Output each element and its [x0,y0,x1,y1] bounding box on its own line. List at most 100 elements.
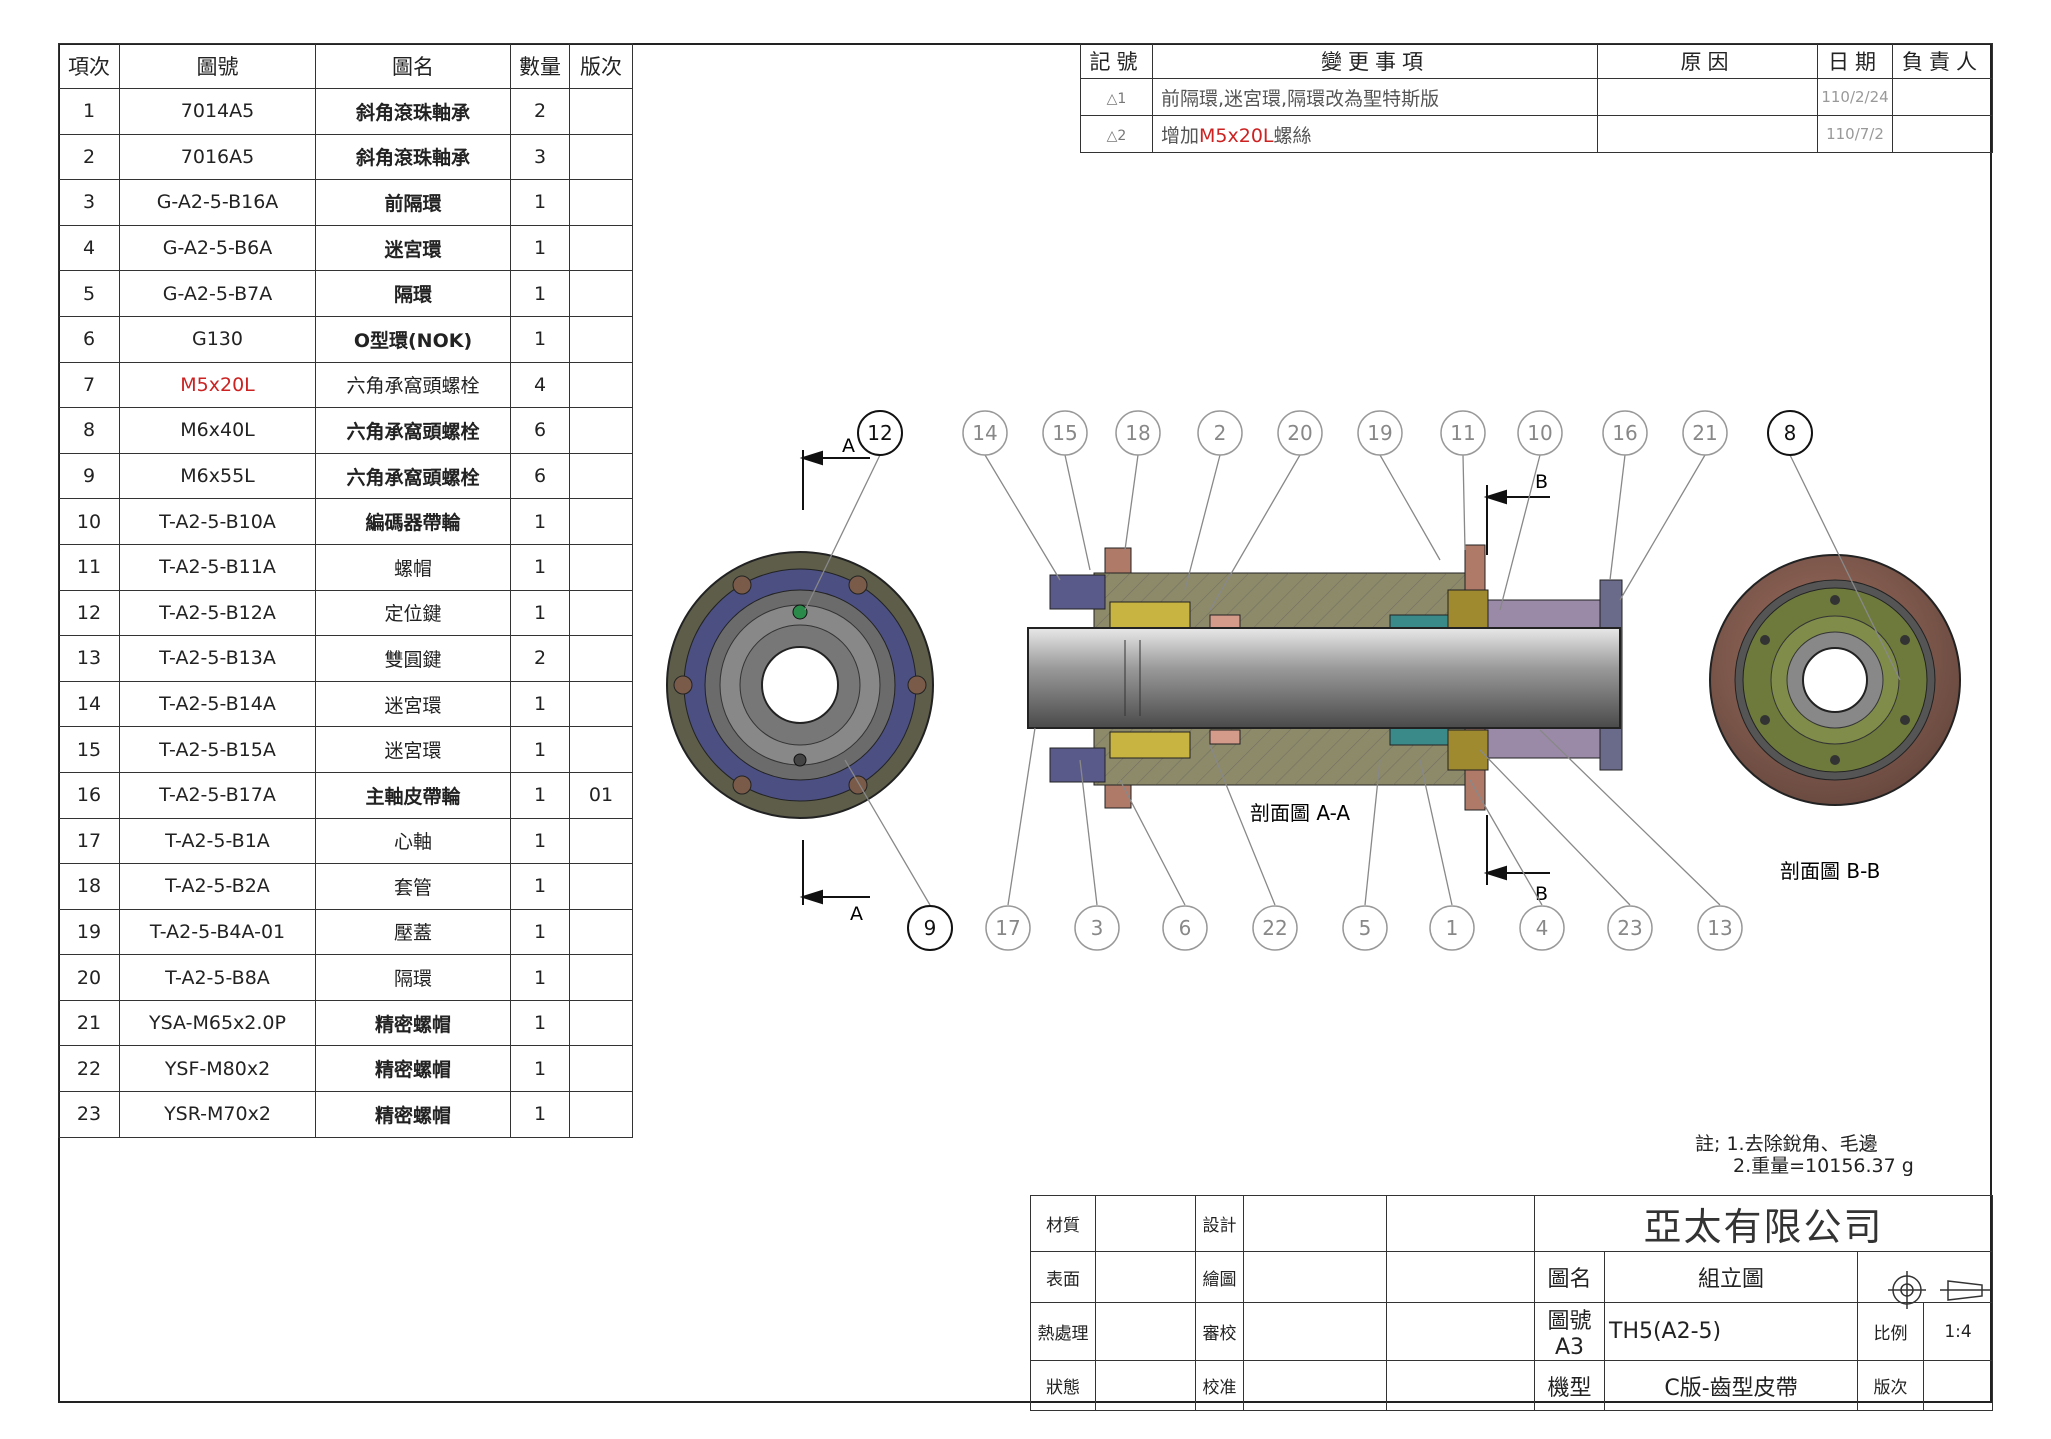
balloon-circle [1602,410,1648,456]
parts-cell-rev [569,315,633,363]
parts-cell-item: 10 [58,498,120,545]
parts-cell-no: M6x40L [119,407,316,454]
revision-triangle-icon: △ [1106,91,1118,107]
parts-cell-qty: 1 [510,863,570,910]
parts-cell-no: T-A2-5-B12A [119,589,316,637]
parts-cell-item: 21 [58,999,120,1047]
section-mark-b-top: B [1535,471,1548,493]
balloon-circle [1517,410,1563,456]
balloon-circle [1115,410,1161,456]
parts-cell-qty: 1 [510,1091,570,1138]
parts-cell-name: 精密螺帽 [315,1045,511,1093]
balloon-number: 12 [867,421,892,445]
revision-owner [1892,78,1993,116]
parts-cell-item: 13 [58,635,120,682]
parts-cell-name: 迷宮環 [315,680,511,728]
parts-cell-rev [569,726,633,773]
drawing-name-value: 組立圖 [1604,1251,1858,1303]
drawing-name-label: 圖名 [1534,1251,1605,1303]
parts-cell-qty: 1 [510,589,570,637]
parts-cell-rev [569,908,633,956]
draw-label: 繪圖 [1195,1251,1244,1303]
parts-cell-name: 前隔環 [315,179,511,226]
parts-cell-no: T-A2-5-B11A [119,543,316,591]
parts-cell-name: 精密螺帽 [315,1091,511,1138]
leader-lines [804,454,1901,906]
model-label: 機型 [1534,1360,1605,1411]
parts-cell-item: 23 [58,1091,120,1138]
revision-header-row: 記號 變更事項 原因 日期 負責人 [1080,43,1993,79]
balloon-circle [1767,410,1813,456]
parts-cell-rev [569,589,633,637]
parts-cell-qty: 1 [510,315,570,363]
parts-cell-qty: 2 [510,635,570,682]
balloon-circle [1277,410,1323,456]
revision-change: 前隔環,迷宮環,隔環改為聖特斯版 [1152,78,1598,116]
header-qty: 數量 [510,43,570,89]
balloon-number: 19 [1367,421,1392,445]
parts-cell-qty: 1 [510,817,570,865]
parts-cell-no: T-A2-5-B15A [119,726,316,773]
end-view-b [1709,554,1961,806]
balloon-number: 15 [1052,421,1077,445]
parts-cell-qty: 6 [510,452,570,500]
revision-mark: △1 [1080,78,1153,116]
parts-cell-rev [569,680,633,728]
sheet-size: A3 [1554,1335,1585,1360]
revision-reason [1597,78,1818,116]
revision-table: 記號 變更事項 原因 日期 負責人 △1 前隔環,迷宮環,隔環改為聖特斯版 11… [1080,43,1993,153]
header-drawing-no: 圖號 [119,43,316,89]
drawing-no-value: TH5(A2-5) [1604,1302,1858,1361]
parts-cell-rev [569,407,633,454]
parts-cell-name: 迷宮環 [315,726,511,773]
parts-cell-rev [569,270,633,317]
parts-cell-qty: 1 [510,954,570,1001]
heat-treatment-label: 熱處理 [1030,1302,1096,1361]
parts-cell-no: T-A2-5-B13A [119,635,316,682]
balloon-circle [1440,410,1486,456]
parts-cell-no: T-A2-5-B4A-01 [119,908,316,956]
balloon-number: 11 [1450,421,1475,445]
parts-cell-qty: 2 [510,88,570,135]
balloon-number: 2 [1214,421,1227,445]
rev-header-reason: 原因 [1597,43,1818,79]
balloon-number: 3 [1091,916,1104,940]
balloon-number: 9 [924,916,937,940]
scale-value: 1:4 [1923,1302,1993,1361]
balloon-circle [985,905,1031,951]
balloon-number: 21 [1692,421,1717,445]
parts-cell-name: 六角承窩頭螺栓 [315,407,511,454]
parts-cell-no: T-A2-5-B2A [119,863,316,910]
balloon-circle [1357,410,1403,456]
parts-cell-rev [569,863,633,910]
section-mark-b-bottom: B [1535,883,1548,905]
revision-row: △2 增加M5x20L螺絲 110/7/2 [1080,115,1993,153]
parts-cell-item: 20 [58,954,120,1001]
parts-cell-no: G-A2-5-B6A [119,224,316,272]
balloon-number: 18 [1125,421,1150,445]
parts-cell-rev [569,1091,633,1138]
parts-cell-rev [569,817,633,865]
parts-cell-name: 主軸皮帶輪 [315,771,511,819]
parts-cell-no: G-A2-5-B16A [119,179,316,226]
parts-cell-rev [569,133,633,181]
status-label: 狀態 [1030,1360,1096,1411]
balloon-number: 5 [1359,916,1372,940]
parts-cell-qty: 1 [510,680,570,728]
revision-row: △1 前隔環,迷宮環,隔環改為聖特斯版 110/2/24 [1080,78,1993,116]
revision-reason [1597,115,1818,153]
balloon-number: 23 [1617,916,1642,940]
balloon-circle [1682,410,1728,456]
balloon-number: 13 [1707,916,1732,940]
parts-cell-rev [569,543,633,591]
parts-cell-name: 定位鍵 [315,589,511,637]
